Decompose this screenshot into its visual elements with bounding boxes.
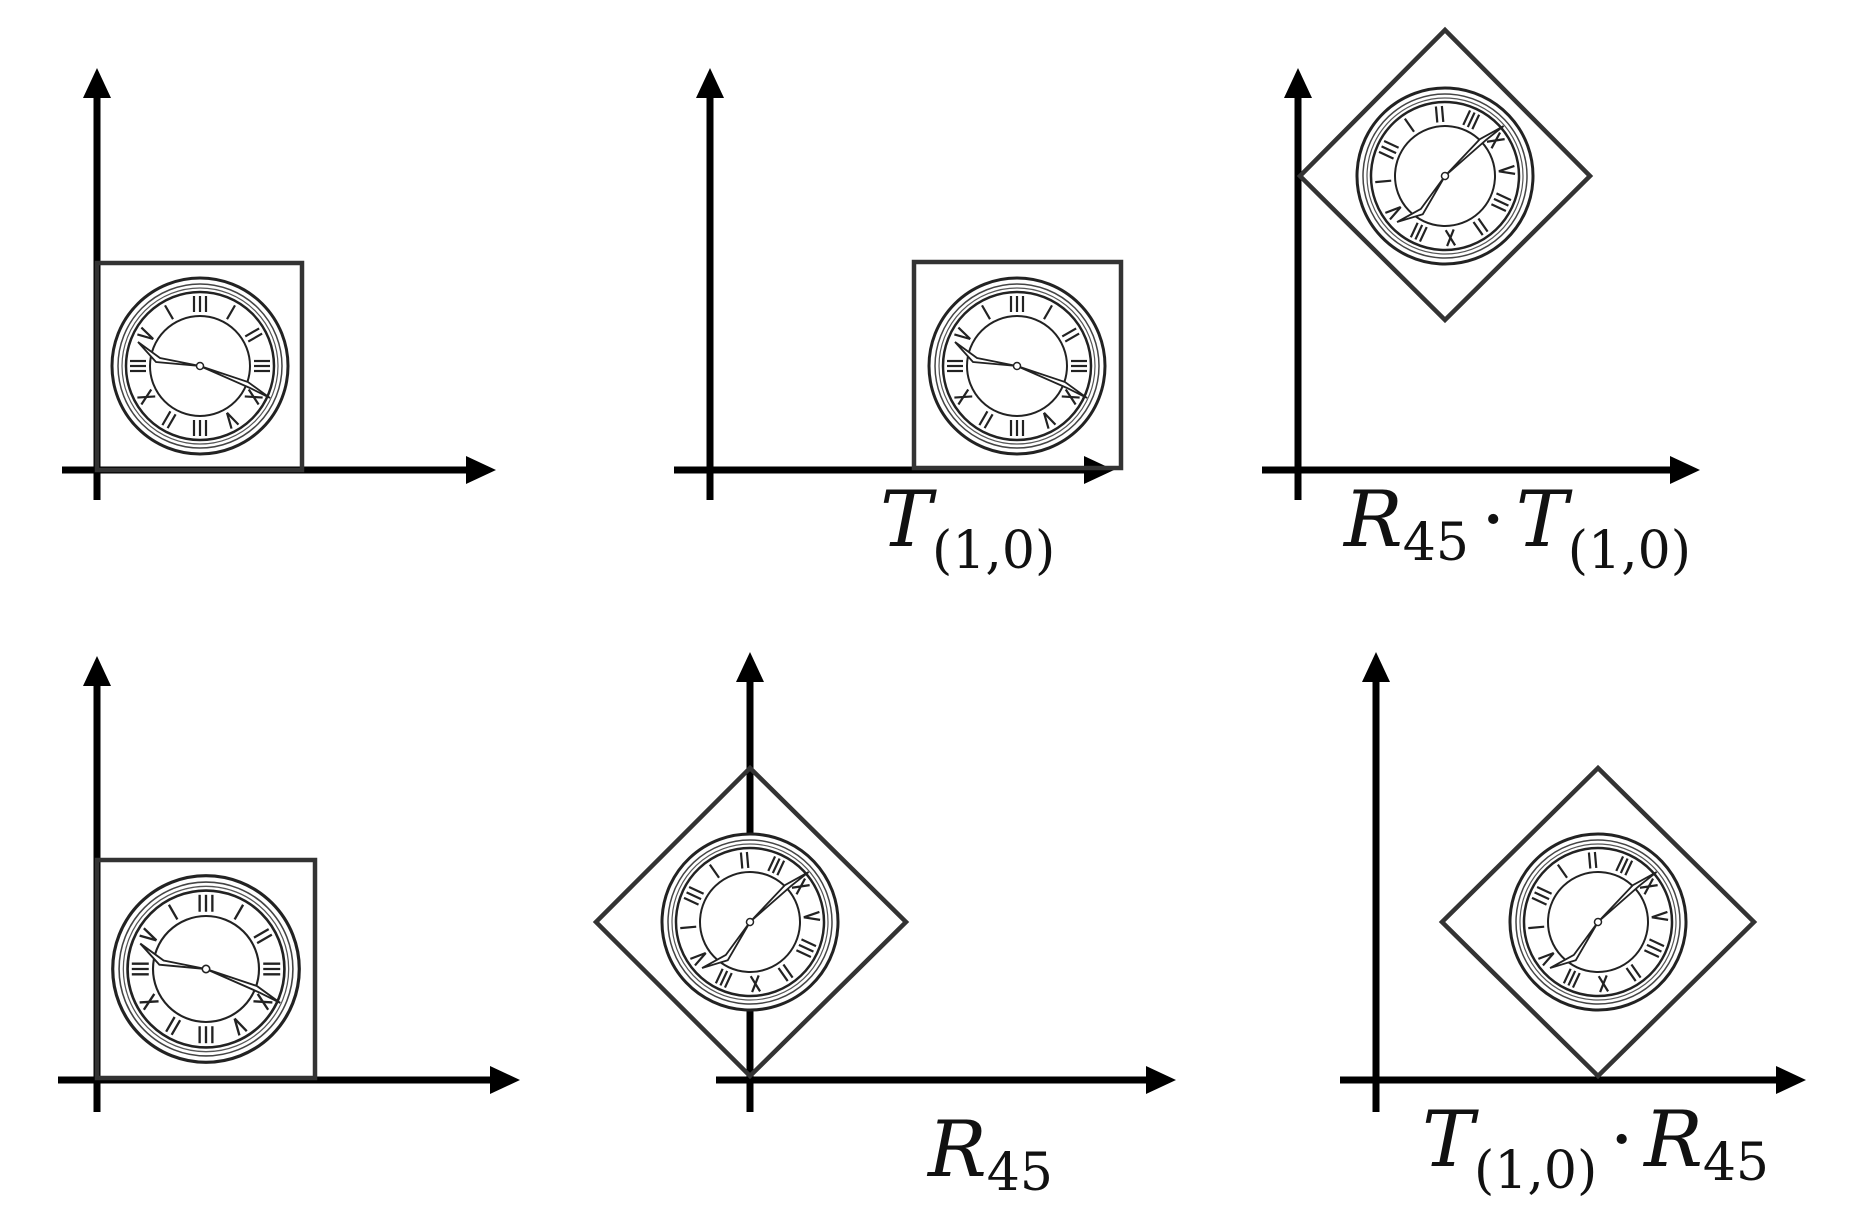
arrow-head-icon — [1776, 1066, 1806, 1094]
unit-square — [94, 857, 318, 1081]
arrow-head-icon — [696, 68, 724, 98]
transform-label: T(1,0) — [880, 475, 1055, 581]
arrow-head-icon — [83, 656, 111, 686]
rotated-square — [592, 764, 910, 1080]
rotated-square — [1296, 26, 1594, 324]
transform-label: T(1,0)·R45 — [1422, 1095, 1769, 1201]
panel-bottom-original — [58, 656, 520, 1112]
clock-face-icon — [927, 276, 1107, 456]
clock-face-icon — [110, 276, 290, 456]
arrow-head-icon — [1670, 456, 1700, 484]
clock-face-icon — [1479, 803, 1717, 1041]
panel-bottom-rotate: R45 — [592, 652, 1176, 1203]
rotated-square — [1438, 764, 1758, 1080]
arrow-head-icon — [83, 68, 111, 98]
transform-label: R45 — [926, 1105, 1053, 1203]
arrow-head-icon — [1284, 68, 1312, 98]
arrow-head-icon — [1146, 1066, 1176, 1094]
arrow-head-icon — [466, 456, 496, 484]
clock-face-icon — [111, 874, 301, 1064]
panel-top-translate: T(1,0) — [674, 68, 1124, 581]
clock-face-icon — [631, 803, 869, 1041]
transform-label: R45·T(1,0) — [1342, 475, 1691, 581]
unit-square — [94, 260, 305, 473]
arrow-head-icon — [1362, 652, 1390, 682]
panel-top-rotate-after-translate: R45·T(1,0) — [1262, 26, 1700, 581]
panel-top-original — [62, 68, 496, 500]
unit-square — [911, 259, 1124, 471]
panel-bottom-translate-after-rotate: T(1,0)·R45 — [1340, 652, 1806, 1201]
arrow-head-icon — [736, 652, 764, 682]
clock-face-icon — [1326, 57, 1564, 295]
arrow-head-icon — [490, 1066, 520, 1094]
